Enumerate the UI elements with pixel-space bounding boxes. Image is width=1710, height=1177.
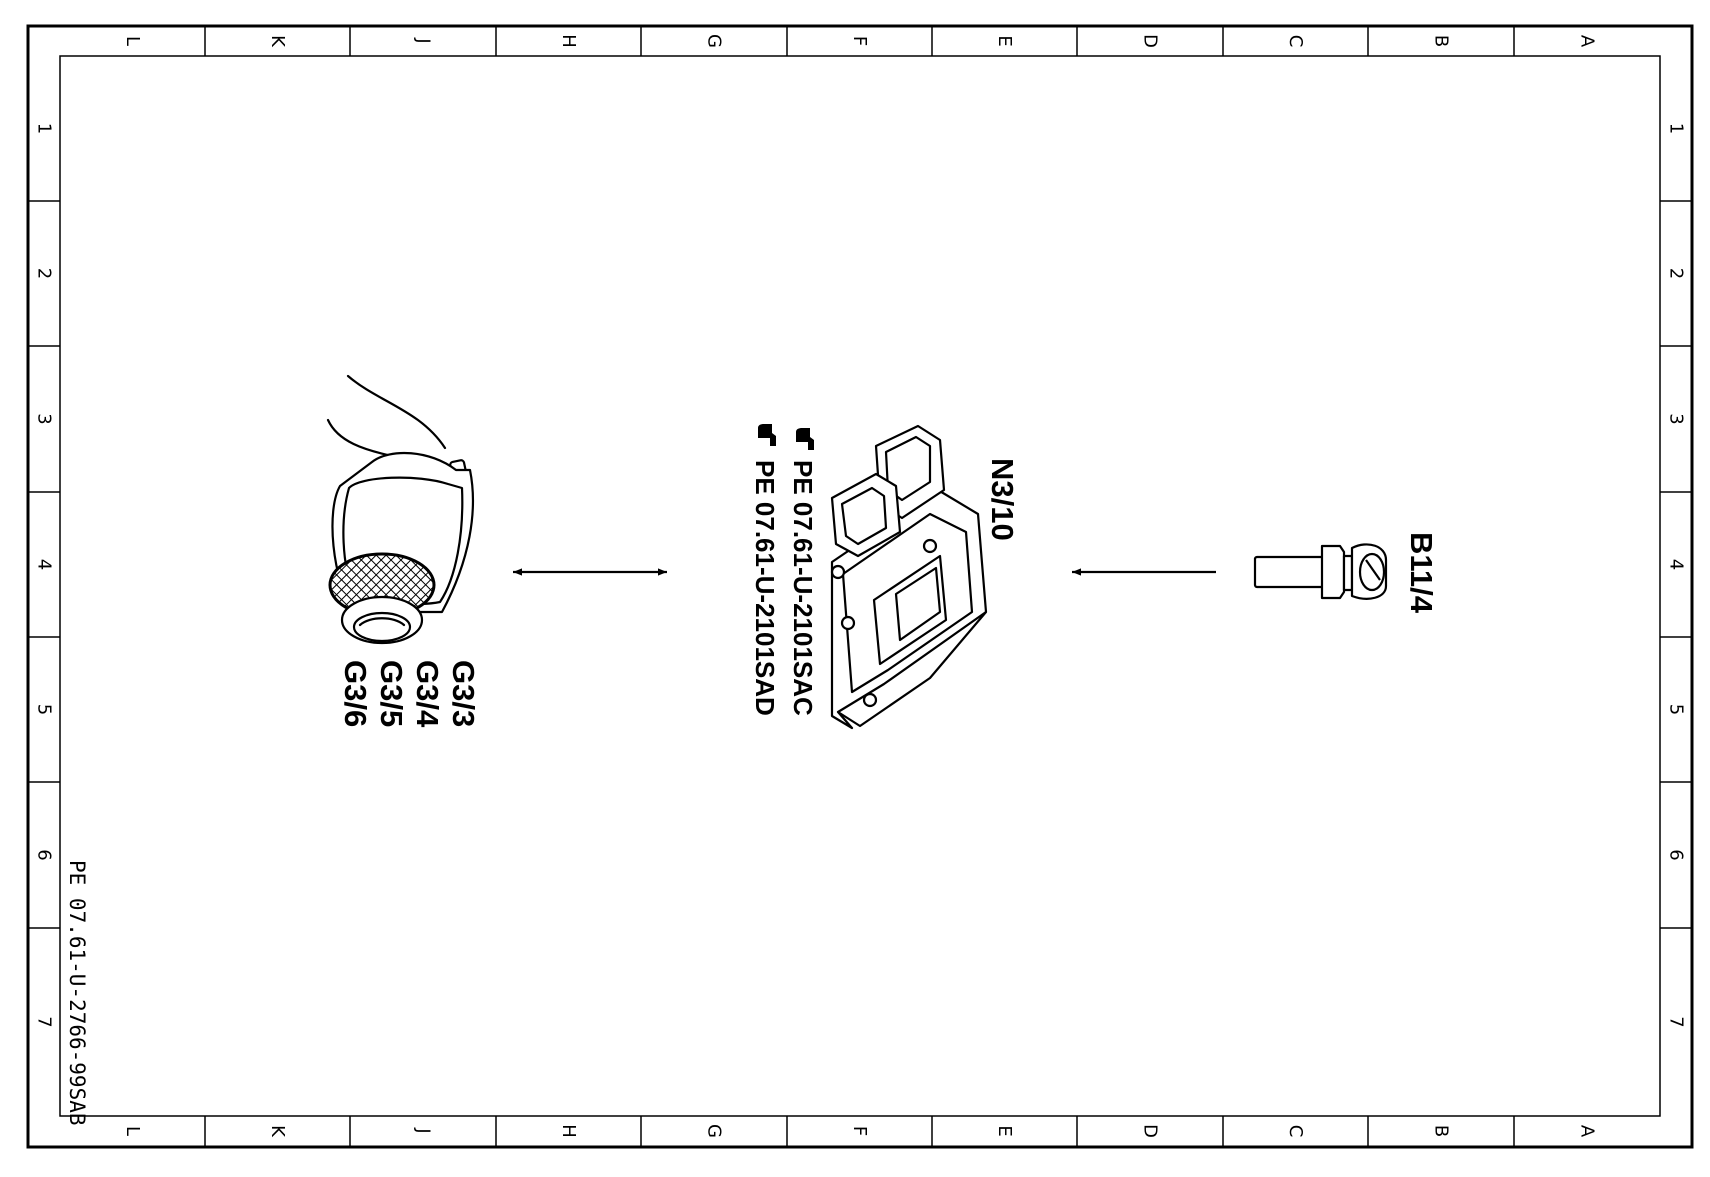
label-g3-5: G3/5 [374, 660, 409, 727]
outer-border [26, 24, 1694, 1149]
column-label: E [994, 1125, 1015, 1136]
column-label: D [1140, 1124, 1161, 1138]
sensor-plug-face [1358, 552, 1386, 592]
column-label: B [1431, 35, 1452, 47]
sensor-probe [1253, 555, 1325, 589]
label-b11-4: B11/4 [1404, 532, 1439, 614]
document-id: PE 07.61-U-2766-99SAB [65, 860, 89, 1126]
ecu-mount-1 [830, 564, 846, 580]
column-label: K [267, 35, 288, 48]
ecu-rib-2 [894, 566, 942, 642]
row-label: 2 [1666, 268, 1687, 279]
column-label: F [849, 36, 870, 46]
oxygen-sensor-illustration [326, 374, 475, 645]
label-g3-3: G3/3 [446, 660, 481, 727]
row-labels-right: 1 2 3 4 5 6 7 [1666, 123, 1687, 1028]
row-label: 5 [1666, 704, 1687, 715]
column-label: D [1140, 34, 1161, 48]
column-label: C [1285, 1125, 1306, 1138]
row-labels-left: 1 2 3 4 5 6 7 [34, 123, 55, 1028]
label-g3-6: G3/6 [338, 660, 373, 727]
row-label: 2 [34, 268, 55, 279]
control-unit-illustration [830, 424, 988, 730]
ecu-connector-small-face [840, 486, 888, 546]
sensor-neck [1342, 554, 1354, 592]
column-label: B [1431, 1125, 1452, 1137]
row-label: 1 [34, 123, 55, 134]
sensor-wire [346, 374, 447, 450]
row-label: 6 [1666, 849, 1687, 860]
ecu-mount-3 [862, 692, 878, 708]
ecu-rib-1 [872, 554, 948, 666]
sensor-hex-body [1320, 544, 1346, 600]
row-label: 1 [1666, 123, 1687, 134]
reference-line-2: PE 07.61-U-2101SAD [750, 460, 780, 716]
inner-border [59, 55, 1661, 1117]
label-g3-4: G3/4 [410, 660, 445, 728]
column-label: J [413, 1127, 434, 1133]
frame-grid-ticks [28, 26, 1692, 1147]
sensor-plug-latch [1365, 559, 1381, 581]
sensor-wire-2 [326, 418, 394, 458]
reference-line-1: PE 07.61-U-2101SAC [788, 460, 818, 716]
row-label: 5 [34, 704, 55, 715]
coolant-temperature-sensor-illustration [1253, 543, 1388, 600]
row-label: 7 [34, 1016, 55, 1027]
row-label: 4 [34, 559, 55, 570]
row-label: 6 [34, 849, 55, 860]
label-group-g3: G3/3 G3/4 G3/5 G3/6 [338, 660, 481, 728]
hand-pointer-icon [758, 424, 776, 446]
sensor-tip-curve [358, 617, 406, 627]
column-label: C [1285, 35, 1306, 48]
column-label: K [267, 1125, 288, 1138]
hand-pointer-icon [796, 428, 814, 450]
row-label: 3 [34, 413, 55, 424]
column-label: L [122, 1126, 143, 1136]
ecu-lower-edge [837, 611, 987, 728]
column-label: F [849, 1126, 870, 1136]
column-label: J [413, 37, 434, 43]
column-label: H [558, 34, 579, 48]
column-label: H [558, 1124, 579, 1138]
column-label: E [994, 35, 1015, 46]
column-label: A [1577, 35, 1598, 48]
column-label: G [704, 34, 725, 48]
ecu-mount-2 [840, 615, 856, 631]
row-label: 3 [1666, 413, 1687, 424]
row-label: 7 [1666, 1016, 1687, 1027]
ecu-mount-4 [922, 538, 938, 554]
column-label: G [704, 1124, 725, 1138]
column-label: L [122, 36, 143, 46]
reference-notes: PE 07.61-U-2101SAC PE 07.61-U-2101SAD [750, 424, 818, 716]
column-label: A [1577, 1125, 1598, 1138]
row-label: 4 [1666, 559, 1687, 570]
label-n3-10: N3/10 [985, 458, 1020, 541]
